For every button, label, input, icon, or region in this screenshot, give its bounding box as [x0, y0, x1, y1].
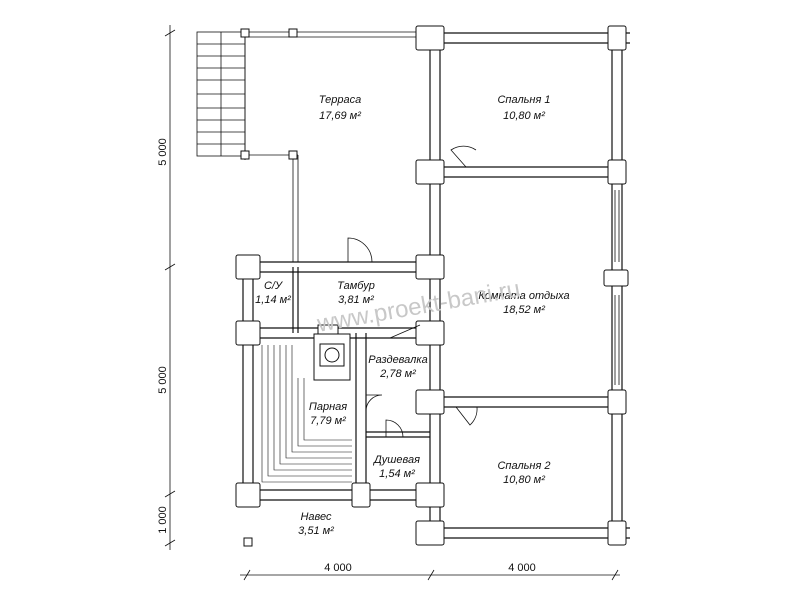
terrace-stairs — [196, 31, 246, 157]
dim-left-mid: 5 000 — [157, 366, 169, 394]
steam-name: Парная — [309, 401, 347, 413]
dimension-lines — [164, 25, 620, 581]
vestibule-area: 3,81 м² — [338, 294, 374, 306]
log-corners — [235, 25, 629, 546]
wc-area: 1,14 м² — [255, 294, 291, 306]
dressing-name: Раздевалка — [368, 354, 427, 366]
restroom-area: 18,52 м² — [503, 304, 545, 316]
dressing-area: 2,78 м² — [379, 368, 416, 380]
bedroom2-name: Спальня 2 — [497, 460, 550, 472]
steam-room-benches — [261, 345, 352, 483]
windows — [614, 190, 620, 385]
posts — [240, 28, 298, 547]
steam-area: 7,79 м² — [310, 415, 346, 427]
bedroom2-area: 10,80 м² — [503, 474, 545, 486]
dim-left-bottom: 1 000 — [157, 506, 169, 534]
terrace-area: 17,69 м² — [319, 110, 361, 122]
bedroom1-area: 10,80 м² — [503, 110, 545, 122]
canopy-name: Навес — [300, 511, 332, 523]
stove-icon — [313, 324, 351, 381]
vestibule-name: Тамбур — [337, 280, 375, 292]
walls — [238, 28, 630, 545]
bedroom1-name: Спальня 1 — [497, 94, 550, 106]
canopy-area: 3,51 м² — [298, 525, 334, 537]
doors — [347, 145, 478, 438]
wc-name: С/У — [264, 280, 283, 292]
shower-area: 1,54 м² — [379, 468, 415, 480]
restroom-name: Комната отдыха — [478, 290, 569, 302]
dim-left-top: 5 000 — [157, 138, 169, 166]
terrace-name: Терраса — [319, 94, 361, 106]
shower-name: Душевая — [372, 454, 420, 466]
dim-bottom-left: 4 000 — [324, 562, 352, 574]
dim-bottom-right: 4 000 — [508, 562, 536, 574]
